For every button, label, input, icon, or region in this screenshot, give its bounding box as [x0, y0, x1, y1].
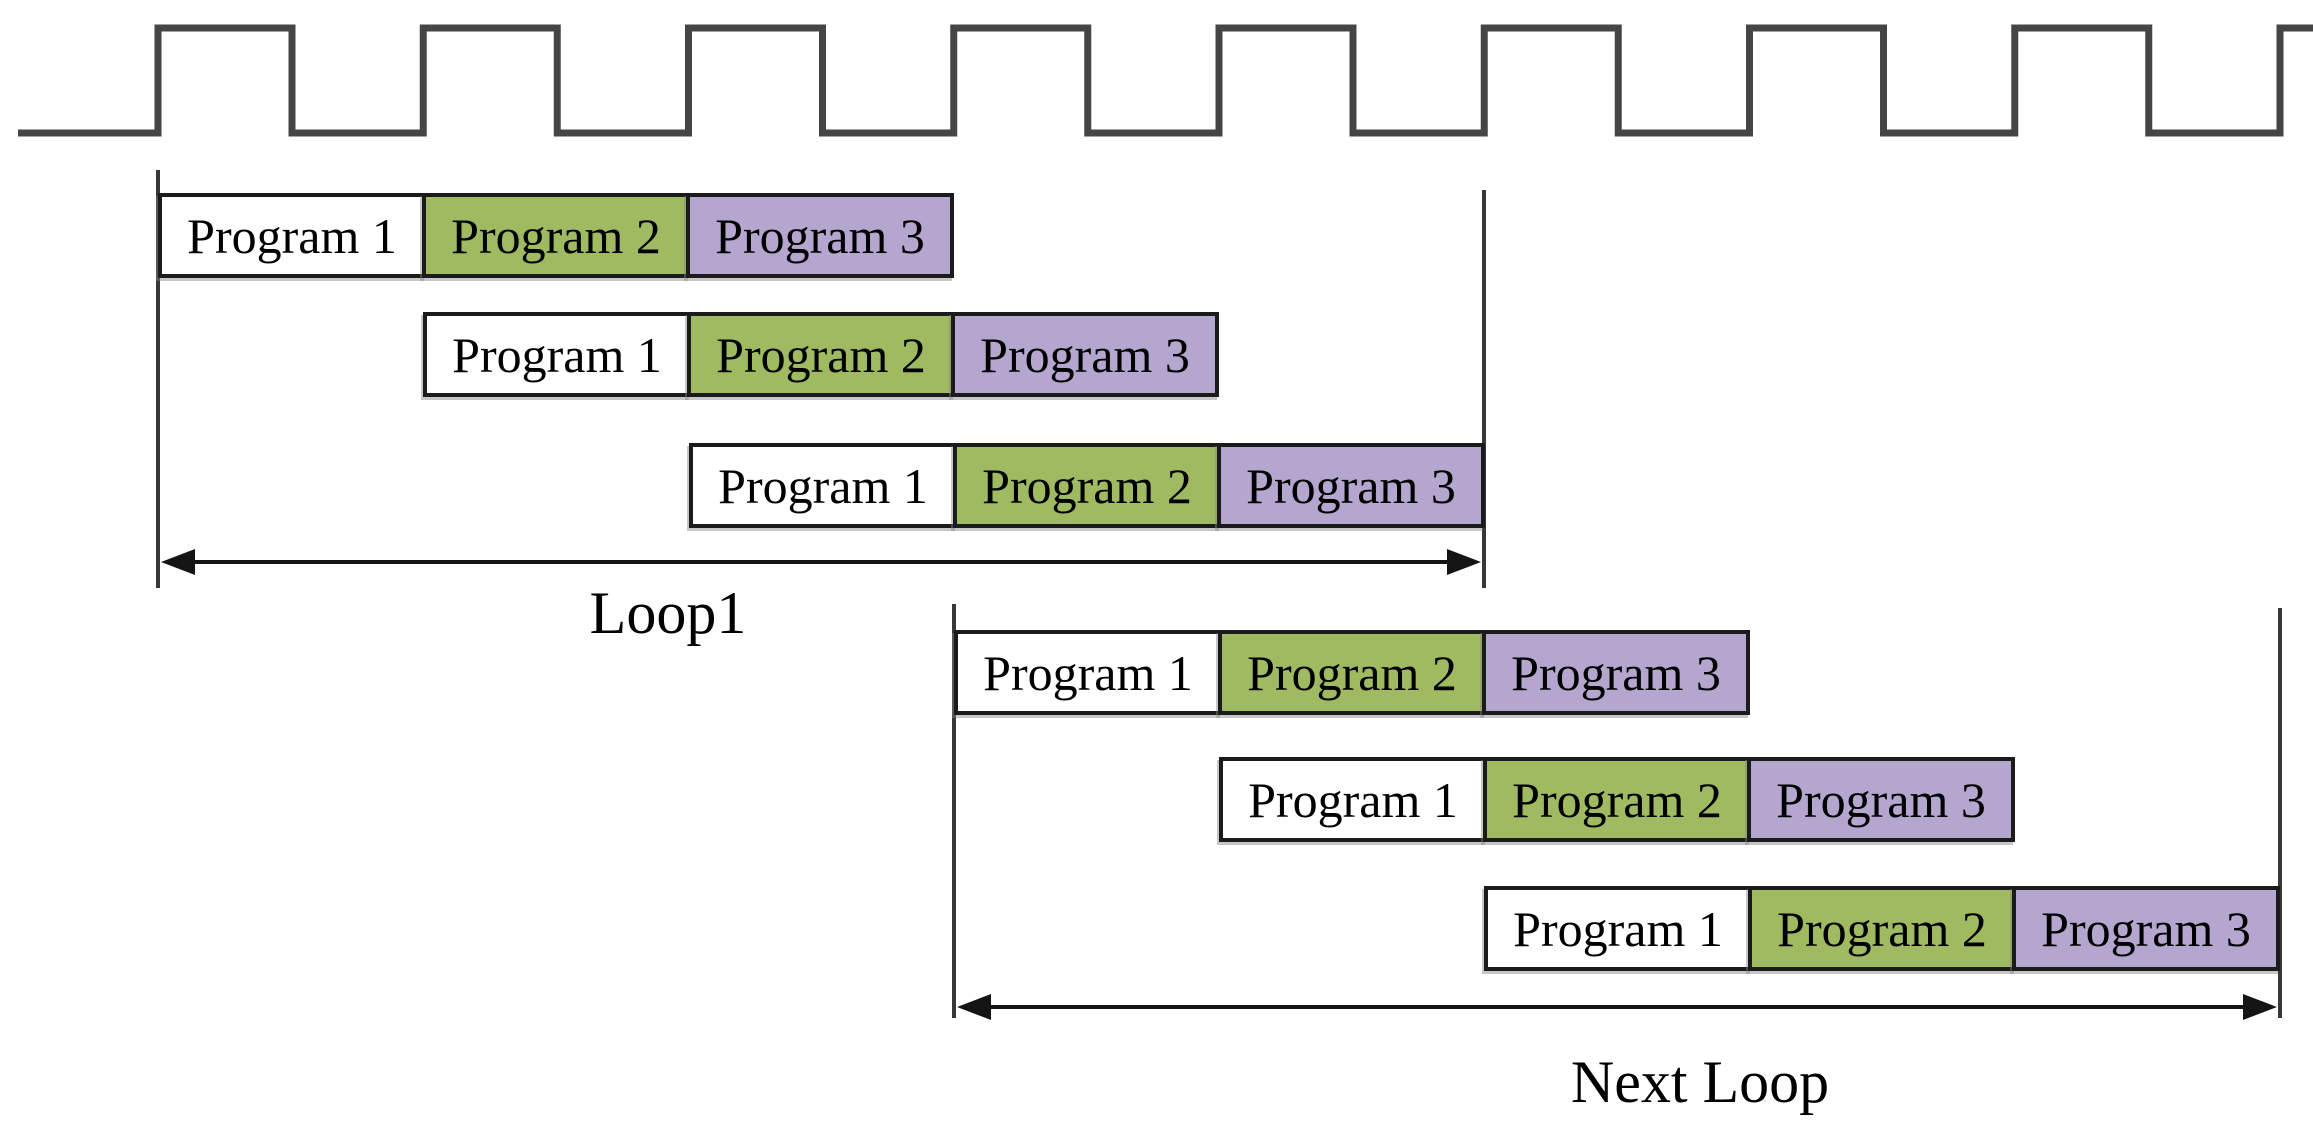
program-box-label: Program 3 — [2041, 900, 2251, 957]
program-box-label: Program 3 — [1511, 644, 1721, 701]
program-box: Program 2 — [1483, 757, 1751, 842]
loop1-arrowhead-left — [161, 549, 195, 575]
program-box: Program 1 — [1219, 757, 1487, 842]
program-box: Program 3 — [1482, 630, 1750, 715]
program-box-label: Program 3 — [980, 326, 1190, 383]
program-box-label: Program 1 — [718, 457, 928, 514]
program-box-label: Program 2 — [451, 207, 661, 264]
program-box: Program 2 — [953, 443, 1221, 528]
program-box: Program 2 — [1218, 630, 1486, 715]
program-box-label: Program 1 — [983, 644, 1193, 701]
program-box: Program 3 — [1747, 757, 2015, 842]
loop1-label: Loop1 — [589, 580, 747, 646]
program-row: Program 1 Program 2 Program 3 — [423, 312, 1219, 397]
program-box: Program 1 — [1484, 886, 1752, 971]
program-box: Program 1 — [689, 443, 957, 528]
program-row: Program 1 Program 2 Program 3 — [954, 630, 1750, 715]
program-box: Program 1 — [158, 193, 426, 278]
program-box-label: Program 1 — [1513, 900, 1723, 957]
program-box-label: Program 3 — [1246, 457, 1456, 514]
program-box-label: Program 1 — [452, 326, 662, 383]
next-loop-arrowhead-left — [957, 994, 991, 1020]
program-box-label: Program 1 — [187, 207, 397, 264]
program-box-label: Program 2 — [716, 326, 926, 383]
loop1-arrowhead-right — [1447, 549, 1481, 575]
program-box: Program 3 — [951, 312, 1219, 397]
program-row: Program 1 Program 2 Program 3 — [689, 443, 1485, 528]
program-box: Program 2 — [422, 193, 690, 278]
program-box: Program 3 — [686, 193, 954, 278]
program-box: Program 3 — [1217, 443, 1485, 528]
program-row: Program 1 Program 2 Program 3 — [158, 193, 954, 278]
program-box: Program 2 — [687, 312, 955, 397]
program-row: Program 1 Program 2 Program 3 — [1219, 757, 2015, 842]
next-loop-label: Next Loop — [1570, 1049, 1830, 1115]
next-loop-arrowhead-right — [2243, 994, 2277, 1020]
program-box: Program 2 — [1748, 886, 2016, 971]
program-row: Program 1 Program 2 Program 3 — [1484, 886, 2280, 971]
clock-waveform — [18, 24, 2313, 137]
program-box: Program 3 — [2012, 886, 2280, 971]
program-box-label: Program 1 — [1248, 771, 1458, 828]
program-box: Program 1 — [423, 312, 691, 397]
program-box-label: Program 2 — [1512, 771, 1722, 828]
program-box-label: Program 2 — [1777, 900, 1987, 957]
program-box-label: Program 2 — [1247, 644, 1457, 701]
program-box-label: Program 3 — [715, 207, 925, 264]
program-box: Program 1 — [954, 630, 1222, 715]
program-box-label: Program 2 — [982, 457, 1192, 514]
program-box-label: Program 3 — [1776, 771, 1986, 828]
